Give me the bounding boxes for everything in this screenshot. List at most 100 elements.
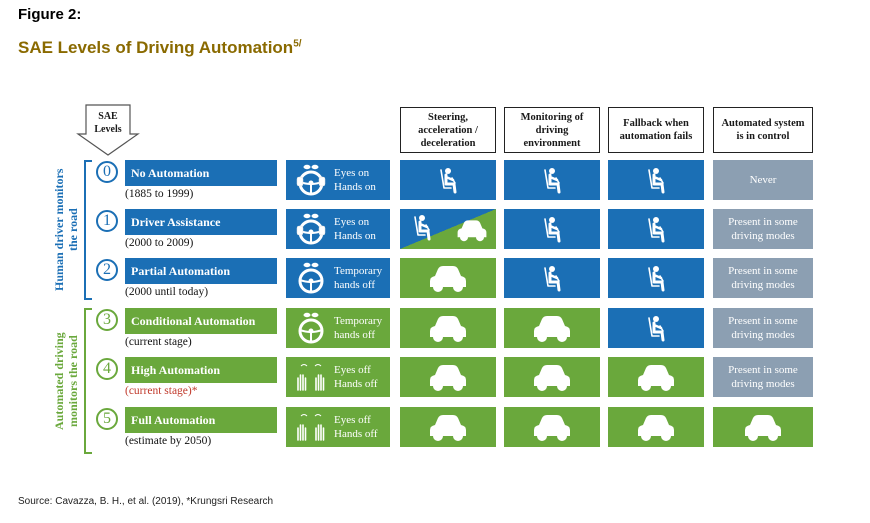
cell-level3-col4: Present in some driving modes — [713, 308, 813, 348]
level-number-4: 4 — [96, 358, 118, 380]
bracket-human — [84, 160, 92, 300]
driver-state-cell-2: Temporary hands off — [286, 258, 390, 298]
cell-level0-col4: Never — [713, 160, 813, 200]
person-driving-icon — [544, 168, 561, 194]
level-date-2: (2000 until today) — [125, 286, 209, 298]
control-text-3: Present in some driving modes — [728, 315, 798, 341]
driver-state-cell-1: Eyes on Hands on — [286, 209, 390, 249]
cell-level3-col1 — [400, 308, 496, 348]
driver-state-line1: Eyes on — [334, 167, 370, 179]
driver-state-line2: hands off — [334, 329, 376, 341]
cell-level2-col1 — [400, 258, 496, 298]
sae-levels-label: SAE Levels — [76, 110, 140, 136]
level-name-1: Driver Assistance — [125, 209, 277, 235]
driver-state-text: Temporary hands off — [334, 264, 382, 292]
person-driving-icon — [544, 266, 561, 292]
driver-state-line1: Temporary — [334, 265, 383, 277]
cell-level5-col1 — [400, 407, 496, 447]
driver-state-line2: Hands off — [334, 428, 378, 440]
person-driving-icon — [648, 217, 665, 243]
driver-state-text: Eyes on Hands on — [334, 215, 376, 243]
driver-state-line1: Eyes off — [334, 414, 371, 426]
control-text-1: Present in some driving modes — [728, 216, 798, 242]
cell-level0-col3 — [608, 160, 704, 200]
header-fallback: Fallback when automation fails — [608, 107, 704, 153]
level-number-5: 5 — [96, 408, 118, 430]
level-name-5: Full Automation — [125, 407, 277, 433]
cell-level0-col2 — [504, 160, 600, 200]
person-driving-icon — [544, 217, 561, 243]
header-system-control: Automated system is in control — [713, 107, 813, 153]
level-name-3: Conditional Automation — [125, 308, 277, 334]
level-date-1: (2000 to 2009) — [125, 237, 194, 249]
self-driving-car-icon — [638, 365, 674, 391]
cell-level5-col4 — [713, 407, 813, 447]
level-number-3: 3 — [96, 309, 118, 331]
self-driving-car-icon — [534, 365, 570, 391]
figure-label: Figure 2: — [18, 6, 82, 23]
side-label-human: Human driver monitors the road — [52, 168, 80, 292]
cell-level2-col4: Present in some driving modes — [713, 258, 813, 298]
cell-level1-col3 — [608, 209, 704, 249]
driver-state-line1: Eyes on — [334, 216, 370, 228]
self-driving-car-icon — [457, 220, 487, 242]
person-driving-icon — [440, 168, 457, 194]
person-driving-icon — [648, 168, 665, 194]
sae-label-line2: Levels — [94, 124, 122, 135]
cell-level4-col1 — [400, 357, 496, 397]
self-driving-car-icon — [534, 415, 570, 441]
source-note: Source: Cavazza, B. H., et al. (2019), *… — [18, 496, 274, 507]
sae-label-line1: SAE — [98, 111, 118, 122]
cell-level4-col3 — [608, 357, 704, 397]
cell-level5-col3 — [608, 407, 704, 447]
level-date-0: (1885 to 1999) — [125, 188, 194, 200]
driver-state-line2: Hands off — [334, 378, 378, 390]
cell-level2-col3 — [608, 258, 704, 298]
cell-level3-col3 — [608, 308, 704, 348]
cell-level1-col4: Present in some driving modes — [713, 209, 813, 249]
driver-state-line1: Eyes off — [334, 364, 371, 376]
self-driving-car-icon — [638, 415, 674, 441]
cell-level5-col2 — [504, 407, 600, 447]
level-name-0: No Automation — [125, 160, 277, 186]
figure-title: SAE Levels of Driving Automation5/ — [18, 38, 302, 58]
title-text: SAE Levels of Driving Automation — [18, 38, 294, 57]
control-text-2: Present in some driving modes — [728, 265, 798, 291]
steering-wheel-icon — [298, 262, 324, 294]
person-driving-icon — [414, 215, 431, 241]
level-date-5: (estimate by 2050) — [125, 435, 212, 447]
header-monitoring: Monitoring of driving environment — [504, 107, 600, 153]
cell-level4-col4: Present in some driving modes — [713, 357, 813, 397]
side-label-automated: Automated driving monitors the road — [52, 332, 80, 430]
cell-level1-col1 — [400, 209, 496, 249]
level-number-1: 1 — [96, 210, 118, 232]
sae-levels-arrow: SAE Levels — [76, 104, 140, 156]
self-driving-car-icon — [430, 415, 466, 441]
person-driving-icon — [648, 266, 665, 292]
steering-wheel-icon — [296, 213, 326, 245]
self-driving-car-icon — [534, 316, 570, 342]
bracket-automated — [84, 308, 92, 454]
down-arrow-icon — [76, 104, 140, 156]
cell-level1-col2 — [504, 209, 600, 249]
cell-level4-col2 — [504, 357, 600, 397]
level-number-2: 2 — [96, 259, 118, 281]
steering-wheel-icon — [296, 164, 326, 196]
cell-level2-col2 — [504, 258, 600, 298]
driver-state-line2: Hands on — [334, 230, 376, 242]
driver-state-line2: hands off — [334, 279, 376, 291]
level-date-4: (current stage)* — [125, 385, 198, 397]
self-driving-car-icon — [430, 365, 466, 391]
cell-level3-col2 — [504, 308, 600, 348]
control-text-4: Present in some driving modes — [728, 364, 798, 390]
steering-wheel-icon — [298, 312, 324, 344]
level-name-4: High Automation — [125, 357, 277, 383]
cell-level0-col1 — [400, 160, 496, 200]
